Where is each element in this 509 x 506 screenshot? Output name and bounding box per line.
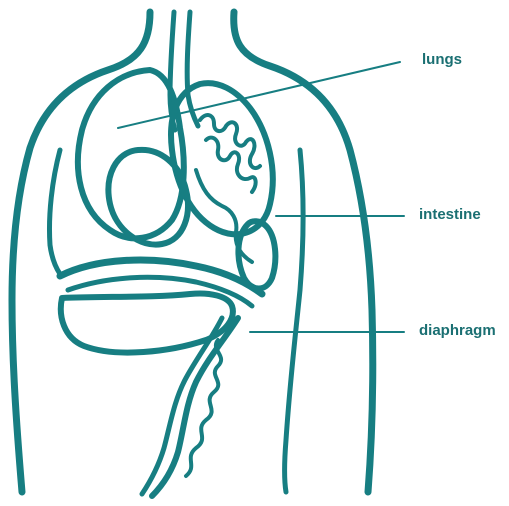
body-inner-line-left <box>49 150 60 274</box>
intestine-coil-inner <box>206 138 256 192</box>
intestine-coil-lower <box>196 170 252 262</box>
outline-strokes <box>12 12 404 496</box>
body-outline-left <box>12 12 150 492</box>
colon-coils <box>186 340 221 476</box>
label-diaphragm: diaphragm <box>419 322 496 340</box>
intestine-coil <box>200 115 260 168</box>
label-lungs: lungs <box>422 51 462 69</box>
body-inner-line-right <box>285 150 304 492</box>
heart-blob <box>108 150 187 245</box>
label-intestine: intestine <box>419 206 481 224</box>
